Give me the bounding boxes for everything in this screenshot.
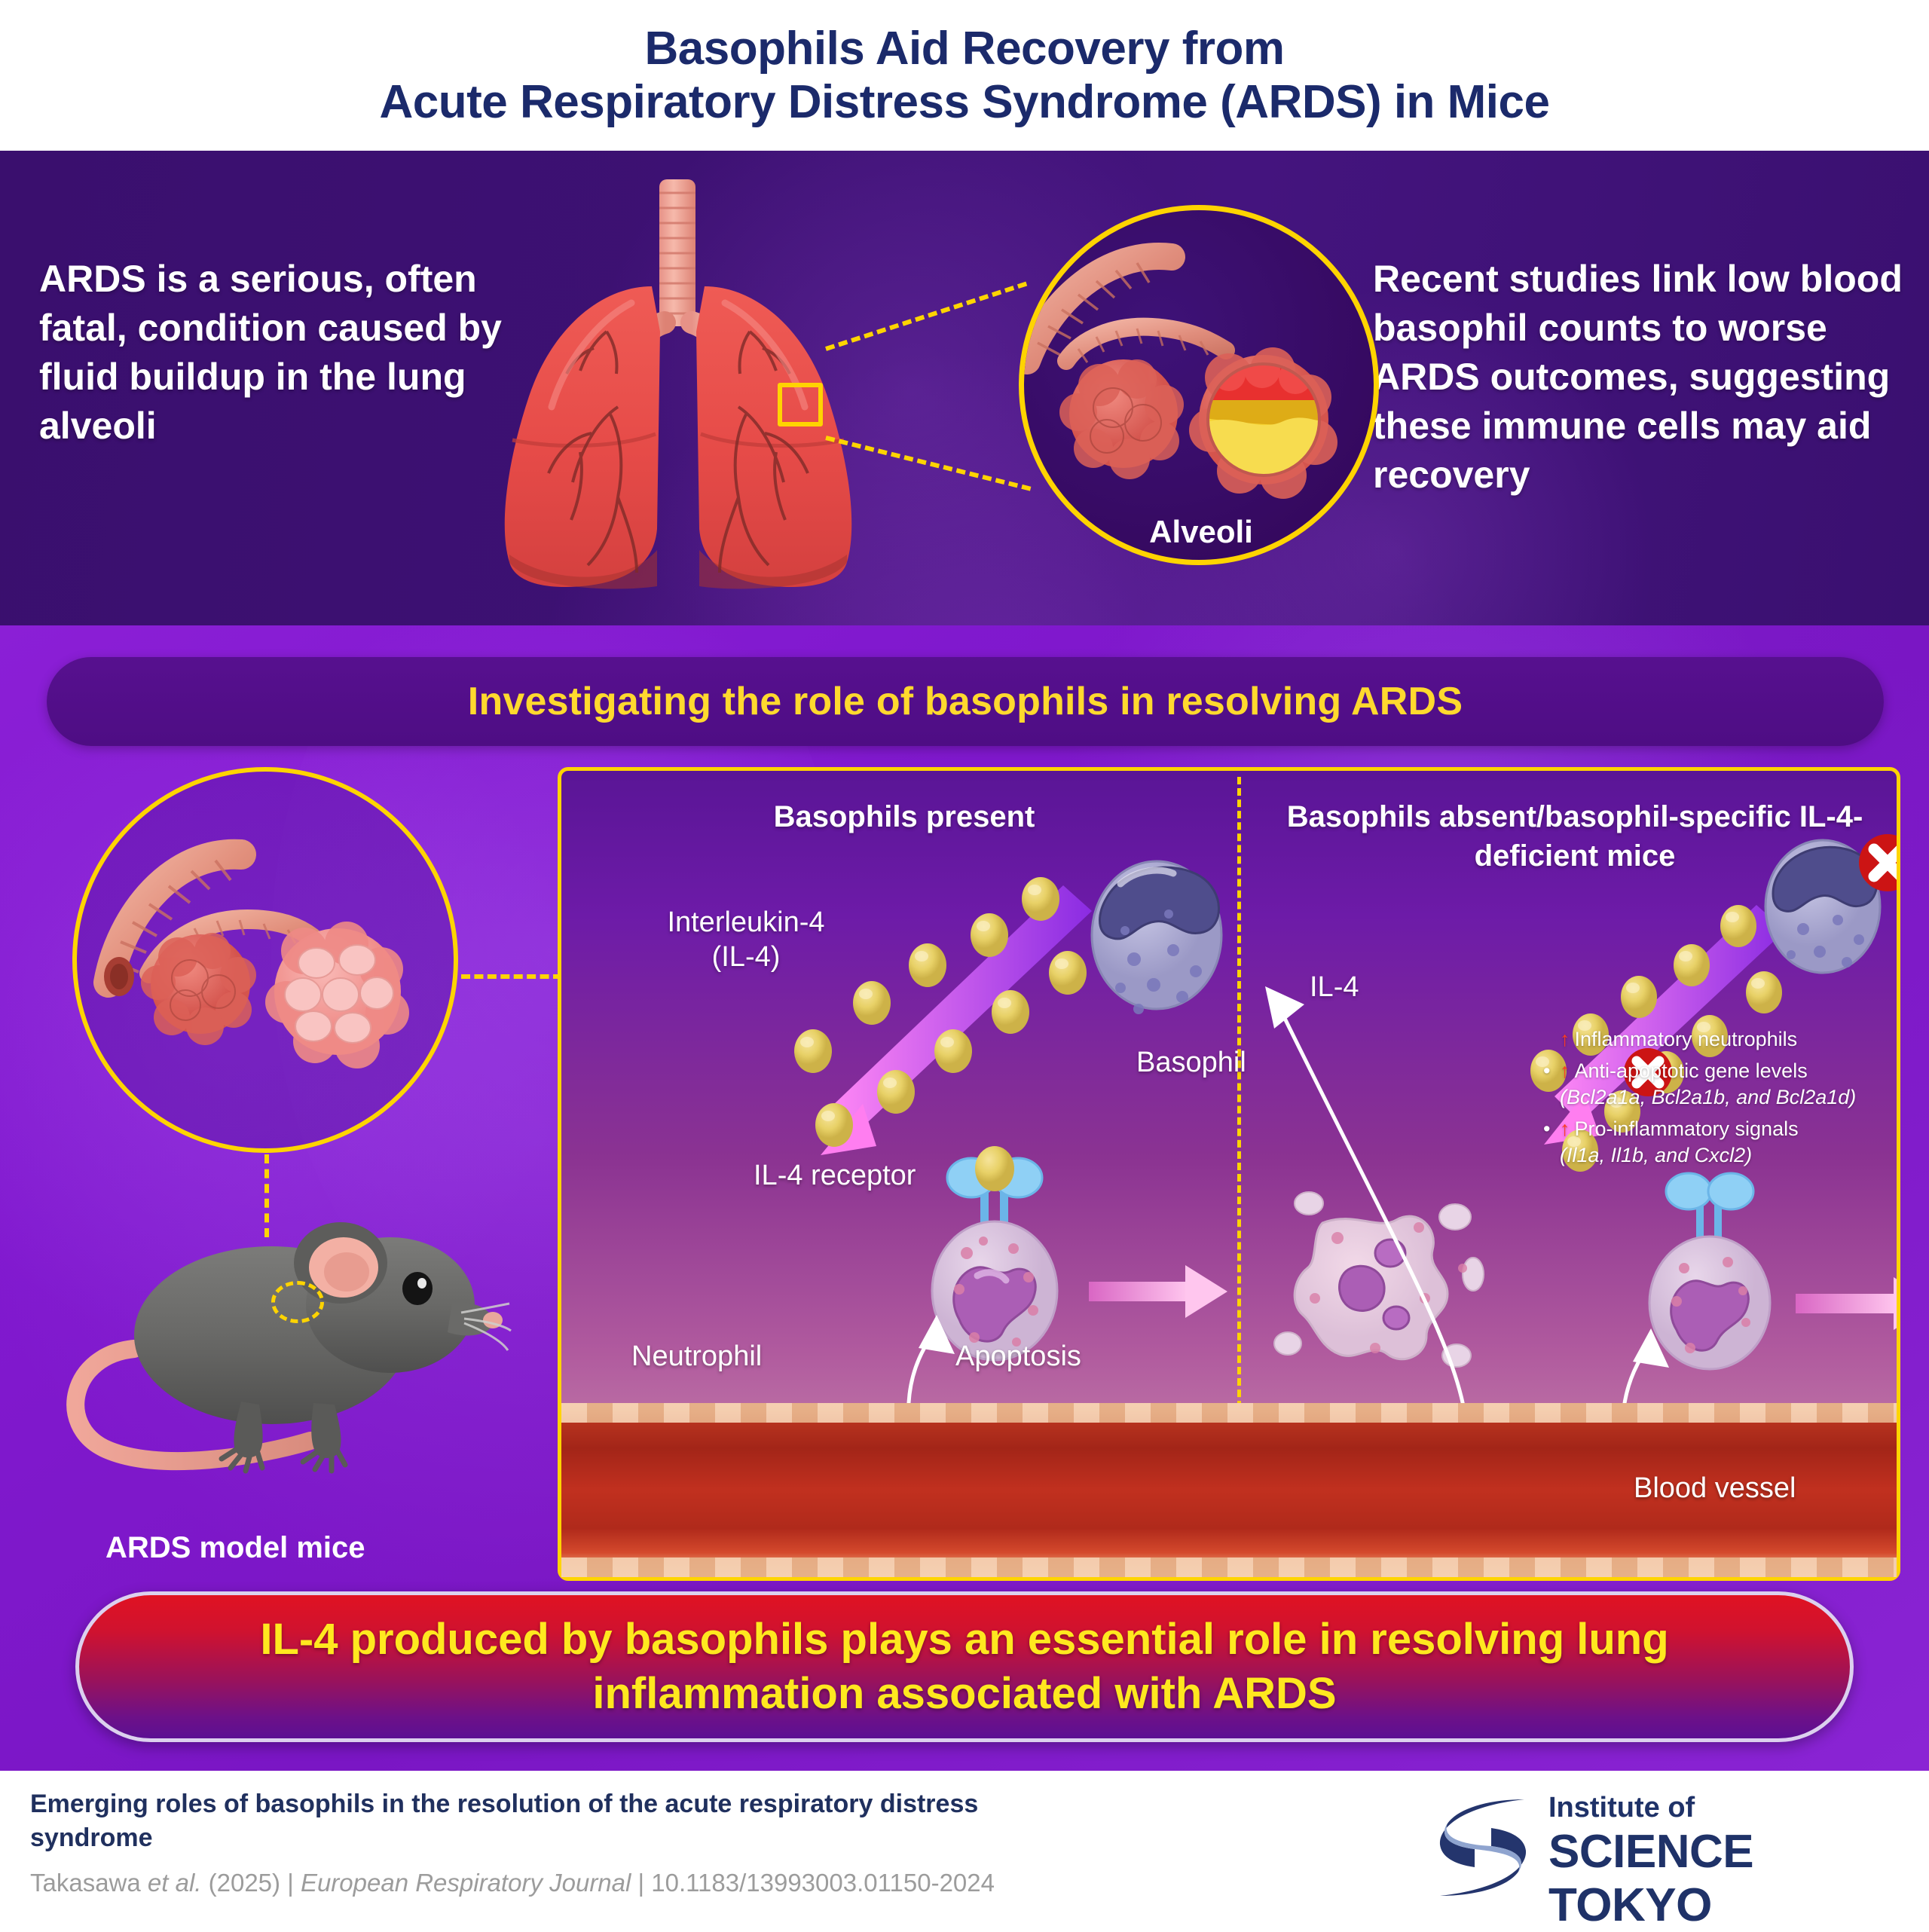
arrowhead bbox=[1633, 1328, 1669, 1368]
basophil-cell-left bbox=[1090, 860, 1223, 1014]
enlarged-alveolus bbox=[265, 922, 409, 1068]
findings-list: ↑Inflammatory neutrophils • ↑Anti-apopto… bbox=[1543, 1026, 1882, 1174]
persistence-arrow-right bbox=[1796, 1277, 1897, 1330]
conclusion-text: IL-4 produced by basophils plays an esse… bbox=[260, 1613, 1668, 1722]
logo-line-1: Institute of bbox=[1548, 1792, 1695, 1823]
panel-heading-right: Basophils absent/basophil-specific IL-4-… bbox=[1286, 800, 1863, 873]
citation-journal: European Respiratory Journal bbox=[300, 1869, 631, 1897]
up-arrow-icon: ↑ bbox=[1560, 1059, 1570, 1083]
alveoli-inset-circle bbox=[1019, 205, 1379, 565]
vessel-wall-bottom bbox=[561, 1558, 1897, 1577]
neutrophil-label: Neutrophil bbox=[631, 1340, 763, 1372]
bullet-marker: • bbox=[1543, 1117, 1551, 1141]
hero-right-text: Recent studies link low blood basophil c… bbox=[1373, 258, 1903, 496]
neutrophil-cell-left bbox=[931, 1220, 1059, 1362]
citation-authors: Takasawa bbox=[30, 1869, 148, 1897]
list-item-genes: (Il1a, Il1b, and Cxcl2) bbox=[1560, 1144, 1753, 1167]
conclusion-line-1: IL-4 produced by basophils plays an esse… bbox=[260, 1614, 1669, 1664]
logo-line-2: SCIENCE TOKYO bbox=[1548, 1826, 1754, 1931]
footer: Emerging roles of basophils in the resol… bbox=[0, 1771, 1929, 1931]
il4-receptor-left bbox=[946, 1146, 1044, 1230]
il4-receptor-label: IL-4 receptor bbox=[754, 1160, 916, 1191]
blood-vessel bbox=[561, 1403, 1897, 1577]
mouse-lung-marker bbox=[271, 1281, 324, 1323]
list-item-text: Pro-inflammatory signals bbox=[1574, 1117, 1799, 1141]
list-item: ↑Inflammatory neutrophils bbox=[1543, 1026, 1882, 1053]
list-item-text: Inflammatory neutrophils bbox=[1574, 1028, 1798, 1050]
apoptotic-cell-left bbox=[1273, 1191, 1484, 1368]
bullet-marker bbox=[1543, 1026, 1560, 1053]
alveoli-label: Alveoli bbox=[1149, 514, 1253, 549]
apoptosis-arrow-left bbox=[1089, 1265, 1227, 1318]
x-mark-il4-right bbox=[1624, 1048, 1672, 1096]
blood-vessel-label: Blood vessel bbox=[1634, 1472, 1796, 1504]
title-band: Basophils Aid Recovery from Acute Respir… bbox=[0, 0, 1929, 151]
bullet-marker: • bbox=[1543, 1059, 1551, 1083]
mouse-illustration bbox=[66, 1222, 512, 1474]
science-tokyo-s-mark bbox=[1439, 1799, 1527, 1896]
interleukin-label: Interleukin-4 (IL-4) bbox=[667, 906, 825, 973]
page-title: Basophils Aid Recovery from Acute Respir… bbox=[380, 22, 1550, 130]
panel-divider bbox=[1237, 777, 1241, 1577]
title-line-2: Acute Respiratory Distress Syndrome (ARD… bbox=[379, 76, 1550, 128]
up-arrow-icon: ↑ bbox=[1560, 1028, 1570, 1050]
list-item: • ↑Pro-inflammatory signals (Il1a, Il1b,… bbox=[1543, 1116, 1882, 1169]
normal-alveolus bbox=[141, 933, 256, 1045]
conclusion-banner: IL-4 produced by basophils plays an esse… bbox=[75, 1591, 1854, 1742]
normal-alveolus bbox=[1059, 359, 1184, 479]
panel-heading-left: Basophils present bbox=[773, 800, 1035, 833]
il4-receptor-right bbox=[1665, 1172, 1755, 1241]
list-item-text: Anti-apoptotic gene levels bbox=[1574, 1059, 1808, 1083]
il4-short-label: IL-4 bbox=[1310, 971, 1359, 1003]
basophil-cell-right bbox=[1764, 839, 1882, 974]
mouse-connector-line bbox=[264, 1154, 269, 1237]
fluid-filled-alveolus bbox=[1189, 347, 1337, 499]
vessel-wall-top bbox=[561, 1403, 1897, 1423]
citation: Takasawa et al. (2025) | European Respir… bbox=[30, 1869, 1236, 1897]
basophil-label: Basophil bbox=[1136, 1047, 1246, 1078]
title-line-1: Basophils Aid Recovery from bbox=[644, 22, 1285, 75]
mouse-alveoli-inset-circle bbox=[72, 767, 458, 1153]
x-mark-basophil-right bbox=[1859, 834, 1897, 891]
il4-molecules-left bbox=[794, 877, 1087, 1147]
section-banner: Investigating the role of basophils in r… bbox=[47, 657, 1884, 746]
neutrophil-cell-right bbox=[1648, 1235, 1772, 1371]
citation-doi: | 10.1183/13993003.01150-2024 bbox=[631, 1869, 995, 1897]
list-item: • ↑Anti-apoptotic gene levels (Bcl2a1a, … bbox=[1543, 1058, 1882, 1111]
mouse-label: ARDS model mice bbox=[105, 1531, 365, 1564]
lung-zoom-marker bbox=[778, 383, 823, 426]
paper-title: Emerging roles of basophils in the resol… bbox=[30, 1790, 979, 1853]
trachea-icon bbox=[659, 179, 695, 326]
conclusion-line-2: inflammation associated with ARDS bbox=[592, 1669, 1337, 1718]
citation-etal: et al. bbox=[147, 1869, 202, 1897]
list-item-genes: (Bcl2a1a, Bcl2a1b, and Bcl2a1d) bbox=[1560, 1086, 1857, 1109]
arrowhead bbox=[1265, 986, 1304, 1029]
institute-logo: Institute of SCIENCE TOKYO bbox=[1435, 1789, 1903, 1931]
panel-connector-line bbox=[461, 974, 562, 979]
arrowhead bbox=[919, 1315, 955, 1354]
section-banner-label: Investigating the role of basophils in r… bbox=[467, 680, 1463, 723]
lungs-illustration bbox=[504, 179, 852, 589]
up-arrow-icon: ↑ bbox=[1560, 1117, 1570, 1141]
citation-year: (2025) | bbox=[201, 1869, 301, 1897]
hero-left-text: ARDS is a serious, often fatal, conditio… bbox=[39, 258, 502, 447]
mouse-legs bbox=[219, 1402, 348, 1474]
apoptosis-label: Apoptosis bbox=[955, 1340, 1081, 1372]
